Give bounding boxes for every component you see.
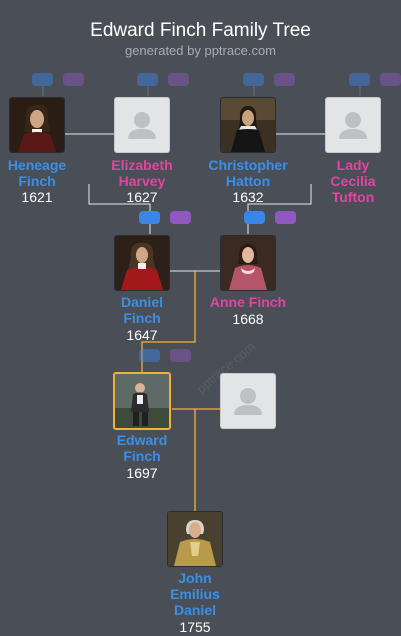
person-name[interactable]: Christopher Hatton (198, 157, 298, 189)
page-subtitle: generated by pptrace.com (124, 43, 277, 58)
portrait-icon (115, 374, 169, 428)
birth-year: 1632 (232, 189, 264, 205)
person-name[interactable]: Elizabeth Harvey (92, 157, 192, 189)
birth-year: 1627 (126, 189, 158, 205)
name-line: Hatton (225, 173, 271, 189)
expand-father-edward[interactable] (139, 349, 160, 362)
name-line: Edward (116, 432, 168, 448)
name-line: Daniel (120, 294, 163, 310)
portrait-placeholder[interactable] (325, 97, 381, 153)
name-line: Lady (336, 157, 370, 173)
name-line: Daniel (173, 602, 216, 618)
expand-mother-daniel[interactable] (170, 211, 191, 224)
expand-mother-edward[interactable] (170, 349, 191, 362)
expand-mother-christopher[interactable] (274, 73, 295, 86)
expand-father-anne[interactable] (244, 211, 265, 224)
expand-father-heneage[interactable] (32, 73, 53, 86)
portrait-icon (221, 98, 275, 152)
name-line: John (178, 570, 212, 586)
name-line: Christopher (208, 157, 288, 173)
portrait-edward-finch[interactable] (113, 372, 171, 430)
portrait-placeholder[interactable] (220, 373, 276, 429)
person-name[interactable]: John Emilius Daniel (145, 570, 245, 618)
name-line: Harvey (118, 173, 166, 189)
birth-year: 1697 (126, 465, 158, 481)
portrait-christopher-hatton[interactable] (220, 97, 276, 153)
name-line: Cecilia (330, 173, 376, 189)
portrait-placeholder[interactable] (114, 97, 170, 153)
name-line: Finch (123, 448, 161, 464)
portrait-john-emilius-daniel[interactable] (167, 511, 223, 567)
expand-mother-heneage[interactable] (63, 73, 84, 86)
birth-year: 1755 (179, 619, 211, 635)
person-silhouette-icon (339, 112, 367, 139)
birth-year: 1647 (126, 327, 158, 343)
name-line: Emilius (170, 586, 220, 602)
expand-father-elizabeth[interactable] (137, 73, 158, 86)
expand-father-cecilia[interactable] (349, 73, 370, 86)
name-line: Tufton (331, 189, 375, 205)
name-line: Elizabeth (111, 157, 173, 173)
person-name[interactable]: Heneage Finch (0, 157, 87, 189)
name-line: Finch (123, 310, 161, 326)
descent-line-edward (141, 271, 196, 372)
person-name[interactable]: Lady Cecilia Tufton (303, 157, 401, 205)
person-silhouette-icon (128, 112, 156, 139)
expand-father-daniel[interactable] (139, 211, 160, 224)
birth-year: 1668 (232, 311, 264, 327)
person-silhouette-icon (234, 388, 262, 415)
person-name[interactable]: Edward Finch (92, 432, 192, 464)
person-name[interactable]: Anne Finch (209, 294, 287, 310)
expand-mother-cecilia[interactable] (380, 73, 401, 86)
name-line: Finch (18, 173, 56, 189)
portrait-icon (168, 512, 222, 566)
portrait-anne-finch[interactable] (220, 235, 276, 291)
portrait-icon (115, 236, 169, 290)
portrait-icon (221, 236, 275, 290)
name-line: Heneage (7, 157, 67, 173)
page-title: Edward Finch Family Tree (90, 20, 311, 41)
person-name[interactable]: Daniel Finch (92, 294, 192, 326)
expand-mother-elizabeth[interactable] (168, 73, 189, 86)
portrait-daniel-finch[interactable] (114, 235, 170, 291)
portrait-heneage-finch[interactable] (9, 97, 65, 153)
expand-mother-anne[interactable] (275, 211, 296, 224)
birth-year: 1621 (21, 189, 53, 205)
portrait-icon (10, 98, 64, 152)
expand-father-christopher[interactable] (243, 73, 264, 86)
